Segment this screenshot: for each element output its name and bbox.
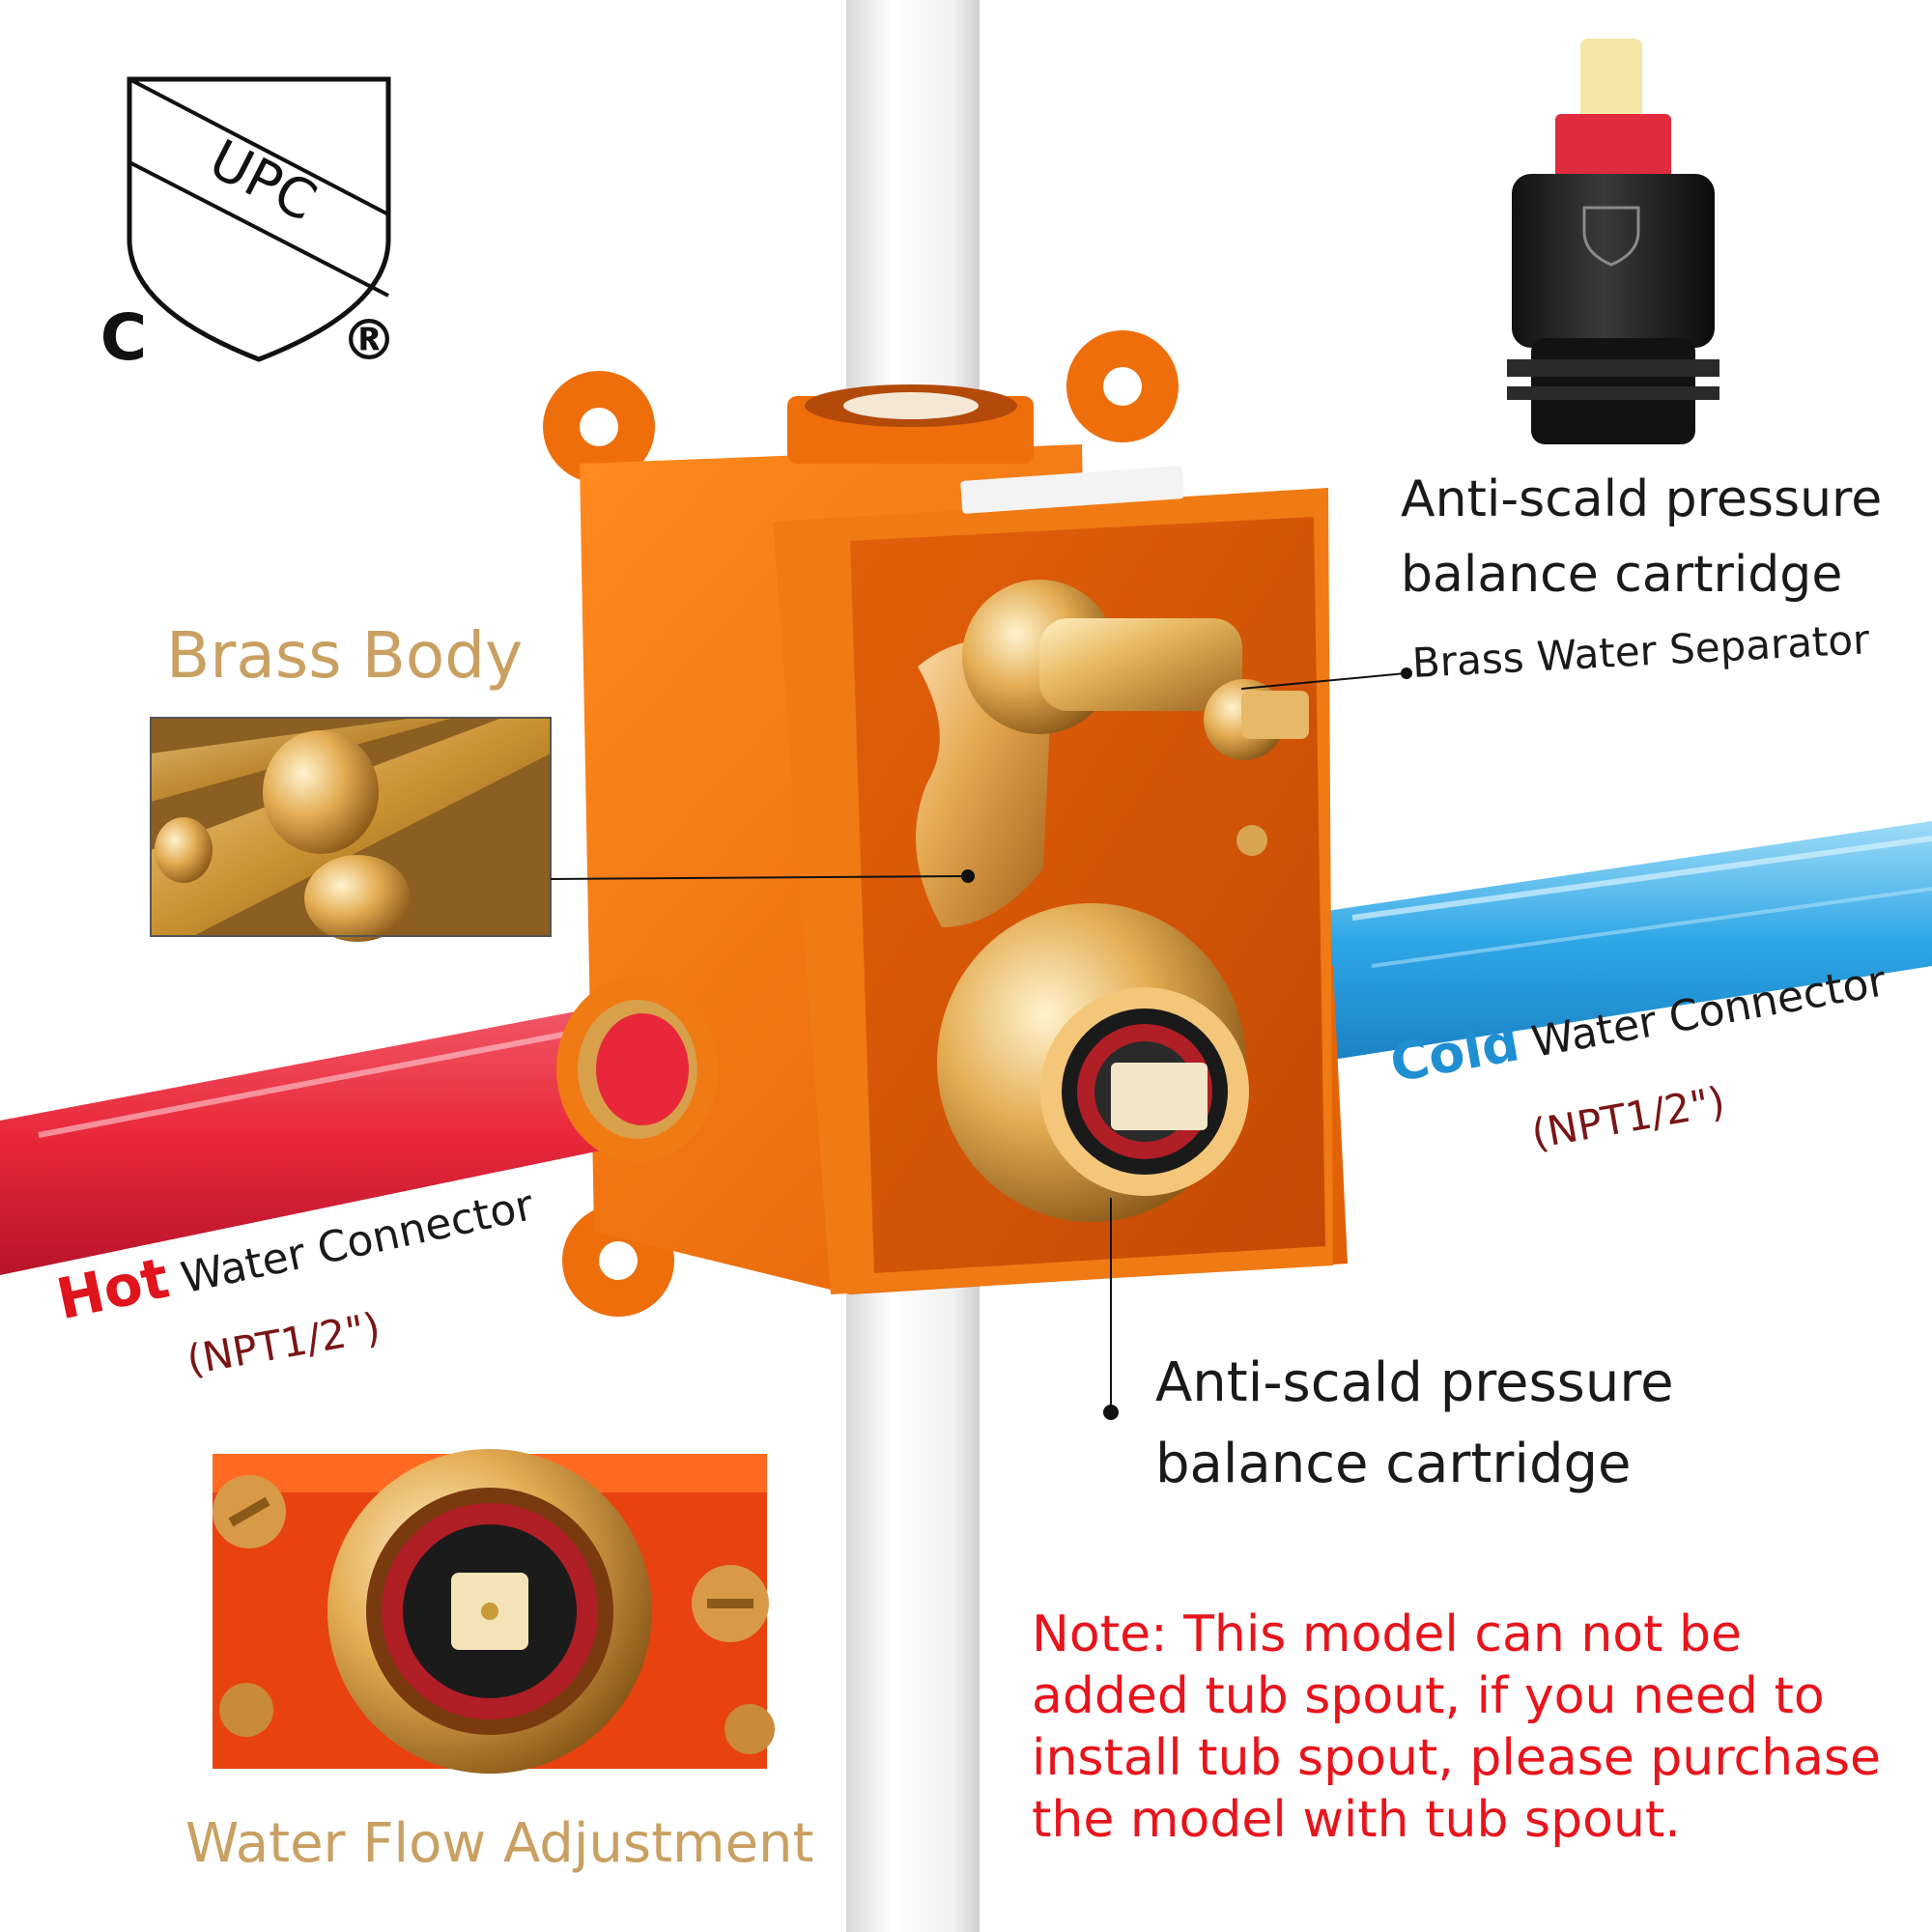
- water-flow-adjustment-photo: [213, 1449, 775, 1774]
- cartridge-top-label-line2: balance cartridge: [1401, 546, 1843, 604]
- registered-symbol: ®: [341, 307, 397, 373]
- cartridge-photo-icon: [1507, 39, 1719, 444]
- cartridge-top-label-line1: Anti-scald pressure: [1401, 470, 1883, 528]
- cold-water-pipe: [1314, 821, 1932, 1063]
- cartridge-top-label: Anti-scald pressure balance cartridge: [1401, 462, 1882, 612]
- cartridge-bottom-label-line2: balance cartridge: [1155, 1433, 1632, 1495]
- brass-valve-body: [916, 580, 1309, 1222]
- tub-spout-note: Note: This model can not be added tub sp…: [1032, 1605, 1881, 1849]
- cartridge-bottom-label: Anti-scald pressure balance cartridge: [1155, 1343, 1674, 1505]
- brass-bars-photo: [150, 717, 552, 942]
- upc-mark-text: UPC: [199, 128, 326, 235]
- hot-water-pipe: [0, 977, 719, 1275]
- cartridge-bottom-label-line1: Anti-scald pressure: [1155, 1351, 1674, 1414]
- callout-lines: [550, 668, 1412, 1420]
- upc-certification-logo: UPC C ®: [100, 76, 397, 375]
- upc-c-letter: C: [100, 300, 147, 375]
- brass-body-label: Brass Body: [166, 618, 524, 693]
- water-flow-adjustment-label: Water Flow Adjustment: [185, 1812, 814, 1875]
